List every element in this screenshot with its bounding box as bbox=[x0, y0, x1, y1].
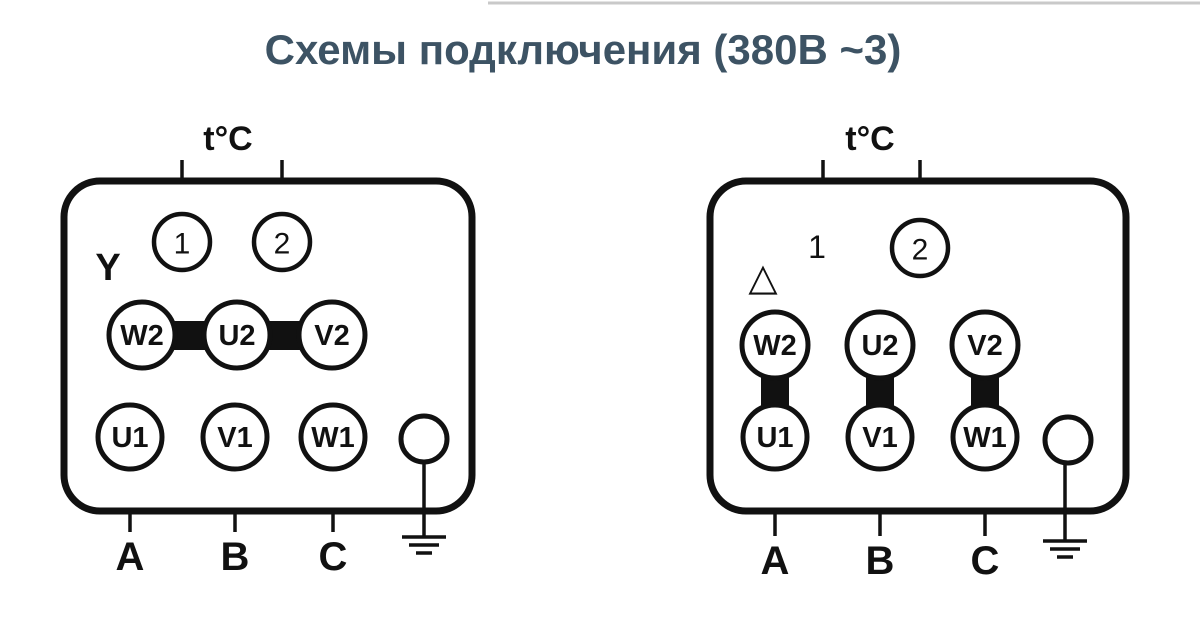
delta-terminal-w2 bbox=[739, 309, 811, 381]
page-title: Схемы подключения (380В ~3) bbox=[265, 26, 902, 73]
delta-phase-b-label: B bbox=[866, 539, 895, 583]
star-terminal-u2 bbox=[201, 299, 273, 371]
star-terminal-v2 bbox=[296, 299, 368, 371]
star-ground-icon bbox=[402, 462, 446, 555]
star-terminal-v1 bbox=[200, 402, 270, 472]
star-terminal-w1 bbox=[298, 402, 368, 472]
delta-ground-icon bbox=[1043, 463, 1087, 559]
star-phase-a-label: A bbox=[116, 535, 145, 579]
delta-terminal-u1-label: U1 bbox=[756, 422, 793, 454]
delta-terminal-v2-label: V2 bbox=[967, 330, 1002, 362]
delta-terminal-box bbox=[706, 177, 1130, 515]
delta-ground-terminal bbox=[1042, 414, 1094, 466]
star-ground-terminal bbox=[398, 413, 450, 465]
star-terminal-u1 bbox=[95, 402, 165, 472]
star-terminal-u2-label: U2 bbox=[218, 320, 255, 352]
delta-terminal-u2 bbox=[844, 309, 916, 381]
delta-sensor-label: t°C bbox=[845, 120, 894, 158]
star-sensor-terminal-1-label: 1 bbox=[174, 228, 191, 261]
star-terminal-v2-label: V2 bbox=[314, 320, 349, 352]
delta-phase-a-label: A bbox=[761, 539, 790, 583]
delta-terminal-v1 bbox=[845, 402, 915, 472]
delta-diagram: t°C △ 1 2 W2 U2 V2 U1 V1 W1 bbox=[706, 120, 1130, 583]
star-phase-c-label: C bbox=[319, 535, 348, 579]
delta-sensor-terminal-2-label: 2 bbox=[912, 234, 929, 267]
delta-sensor-terminal-2 bbox=[889, 217, 951, 279]
star-terminal-w2 bbox=[106, 299, 178, 371]
delta-terminal-v1-label: V1 bbox=[862, 422, 897, 454]
delta-terminal-u2-label: U2 bbox=[861, 330, 898, 362]
delta-phase-c-label: C bbox=[971, 539, 1000, 583]
delta-terminal-v2 bbox=[949, 309, 1021, 381]
delta-terminal-w1-label: W1 bbox=[963, 422, 1007, 454]
star-terminal-w1-label: W1 bbox=[311, 422, 355, 454]
star-sensor-label: t°C bbox=[203, 120, 252, 158]
star-sensor-terminal-1 bbox=[151, 211, 213, 273]
delta-sensor-terminal-1-label: 1 bbox=[808, 229, 826, 265]
delta-terminal-w1 bbox=[950, 402, 1020, 472]
star-terminal-w2-label: W2 bbox=[120, 320, 164, 352]
star-diagram: t°C Y 1 2 W2 U2 V2 U1 V1 W1 bbox=[60, 120, 476, 579]
star-sensor-terminal-2 bbox=[251, 211, 313, 273]
star-sensor-terminal-2-label: 2 bbox=[274, 228, 291, 261]
star-symbol: Y bbox=[95, 247, 120, 289]
star-phase-b-label: B bbox=[221, 535, 250, 579]
delta-terminal-u1 bbox=[740, 402, 810, 472]
star-terminal-v1-label: V1 bbox=[217, 422, 252, 454]
star-terminal-u1-label: U1 bbox=[111, 422, 148, 454]
delta-symbol: △ bbox=[748, 257, 778, 299]
delta-terminal-w2-label: W2 bbox=[753, 330, 797, 362]
